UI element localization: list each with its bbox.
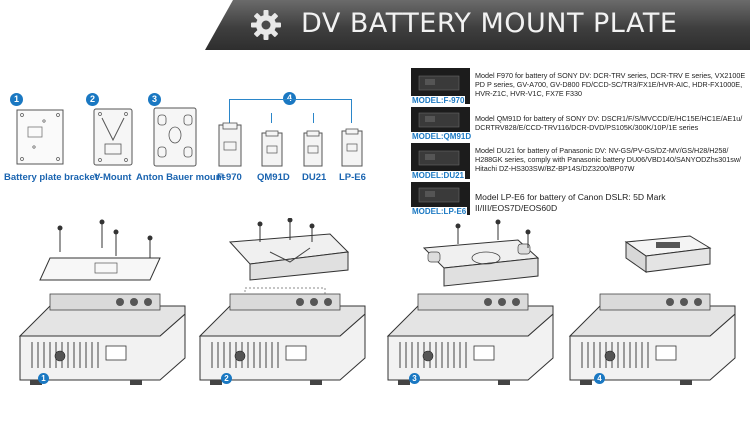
page-title: DV BATTERY MOUNT PLATE bbox=[301, 8, 678, 39]
assembly-steps-drawing bbox=[19, 218, 736, 386]
battery-plate-bracket-drawing bbox=[16, 109, 64, 165]
model-tag: MODEL:QM91D bbox=[411, 132, 473, 141]
part-label-battery-plate-bracket: Battery plate bracket bbox=[4, 172, 98, 183]
step-number-badge: 3 bbox=[409, 373, 420, 384]
model-description: Model LP-E6 for battery of Canon DSLR: 5… bbox=[475, 192, 666, 213]
part-number-badge: 1 bbox=[10, 93, 23, 106]
step-number-badge: 2 bbox=[221, 373, 232, 384]
model-row-f970: MODEL:F-970 Model F970 for battery of SO… bbox=[411, 68, 750, 105]
plate-label-du21: DU21 bbox=[302, 172, 327, 183]
model-row-lpe6: MODEL:LP-E6 Model LP-E6 for battery of C… bbox=[411, 182, 750, 216]
step-number-badge: 4 bbox=[594, 373, 605, 384]
plate-du21-drawing bbox=[303, 130, 323, 167]
plate-lpe6-drawing bbox=[341, 128, 363, 167]
plate-label-lpe6: LP-E6 bbox=[339, 172, 366, 183]
model-tag: MODEL:LP-E6 bbox=[411, 207, 468, 216]
step-number-badge: 1 bbox=[38, 373, 49, 384]
plate-label-qm91d: QM91D bbox=[257, 172, 290, 183]
model-description: Model DU21 for battery of Panasonic DV: … bbox=[475, 146, 742, 173]
model-row-du21: MODEL:DU21 Model DU21 for battery of Pan… bbox=[411, 143, 750, 180]
model-tag: MODEL:DU21 bbox=[411, 171, 466, 180]
model-row-qm91d: MODEL:QM91D Model QM91D for battery of S… bbox=[411, 107, 750, 141]
plate-label-f970: F-970 bbox=[217, 172, 242, 183]
anton-bauer-mount-drawing bbox=[153, 107, 197, 167]
part-number-badge: 4 bbox=[283, 92, 296, 105]
part-label-anton-bauer-mount: Anton Bauer mount bbox=[136, 172, 225, 183]
part-number-badge: 2 bbox=[86, 93, 99, 106]
header-banner: DV BATTERY MOUNT PLATE bbox=[205, 0, 750, 50]
plates-group-bracket bbox=[229, 99, 352, 113]
part-number-badge: 3 bbox=[148, 93, 161, 106]
plate-f970-drawing bbox=[218, 122, 242, 167]
model-description: Model QM91D for battery of SONY DV: DSCR… bbox=[475, 114, 743, 132]
part-label-v-mount: V-Mount bbox=[94, 172, 132, 183]
gear-icon bbox=[251, 10, 281, 40]
banner-background bbox=[205, 0, 750, 50]
plate-qm91d-drawing bbox=[261, 130, 283, 167]
model-tag: MODEL:F-970 bbox=[411, 96, 466, 105]
model-description: Model F970 for battery of SONY DV: DCR-T… bbox=[475, 71, 746, 98]
v-mount-drawing bbox=[93, 108, 133, 166]
